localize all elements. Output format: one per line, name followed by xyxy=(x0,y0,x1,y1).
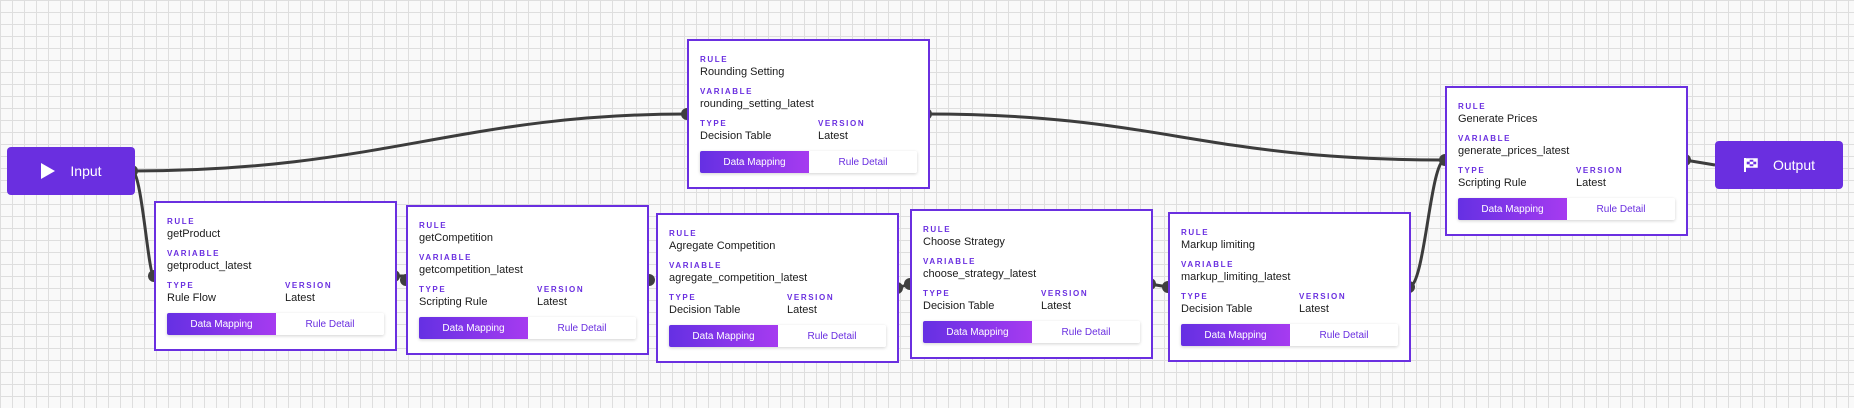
rule-detail-button[interactable]: Rule Detail xyxy=(809,151,917,173)
version-label: VERSION xyxy=(1299,292,1347,301)
version-label: VERSION xyxy=(537,285,585,294)
rule-detail-button[interactable]: Rule Detail xyxy=(528,317,636,339)
version-value: Latest xyxy=(787,304,817,316)
variable-label: VARIABLE xyxy=(1181,260,1235,269)
data-mapping-button[interactable]: Data Mapping xyxy=(923,321,1032,343)
output-node[interactable]: Output xyxy=(1715,141,1843,189)
type-label: TYPE xyxy=(700,119,728,128)
data-mapping-button[interactable]: Data Mapping xyxy=(669,325,778,347)
input-node-label: Input xyxy=(70,163,102,179)
type-value: Decision Table xyxy=(923,300,995,312)
rule-detail-button[interactable]: Rule Detail xyxy=(276,313,384,335)
rule-label: RULE xyxy=(669,229,698,238)
variable-label: VARIABLE xyxy=(419,253,473,262)
output-node-label: Output xyxy=(1772,157,1816,173)
play-icon xyxy=(41,163,56,179)
rule-label: RULE xyxy=(167,217,196,226)
rule-name: Rounding Setting xyxy=(700,66,785,78)
version-label: VERSION xyxy=(285,281,333,290)
version-value: Latest xyxy=(1299,303,1329,315)
input-node[interactable]: Input xyxy=(7,147,135,195)
type-label: TYPE xyxy=(1181,292,1209,301)
rule-name: Choose Strategy xyxy=(923,236,1005,248)
edge-input-rounding xyxy=(131,112,688,173)
rule-card-getproduct[interactable]: RULE getProduct VARIABLE getproduct_late… xyxy=(154,201,397,351)
variable-label: VARIABLE xyxy=(923,257,977,266)
variable-name: getcompetition_latest xyxy=(419,264,523,276)
flag-icon xyxy=(1743,158,1758,172)
type-label: TYPE xyxy=(1458,166,1486,175)
version-value: Latest xyxy=(1576,177,1606,189)
type-value: Scripting Rule xyxy=(419,296,488,308)
rule-name: getProduct xyxy=(167,228,221,240)
rule-name: Markup limiting xyxy=(1181,239,1255,251)
variable-label: VARIABLE xyxy=(167,249,221,258)
variable-name: agregate_competition_latest xyxy=(669,272,808,284)
rule-name: getCompetition xyxy=(419,232,493,244)
type-value: Decision Table xyxy=(1181,303,1253,315)
version-value: Latest xyxy=(537,296,567,308)
rule-card-choose-strategy[interactable]: RULE Choose Strategy VARIABLE choose_str… xyxy=(910,209,1153,359)
rule-card-generate-prices[interactable]: RULE Generate Prices VARIABLE generate_p… xyxy=(1445,86,1688,236)
data-mapping-button[interactable]: Data Mapping xyxy=(1458,198,1567,220)
data-mapping-button[interactable]: Data Mapping xyxy=(167,313,276,335)
version-label: VERSION xyxy=(787,293,835,302)
version-label: VERSION xyxy=(1576,166,1624,175)
type-value: Rule Flow xyxy=(167,292,216,304)
variable-label: VARIABLE xyxy=(1458,134,1512,143)
version-label: VERSION xyxy=(818,119,866,128)
version-value: Latest xyxy=(1041,300,1071,312)
rule-card-getcompetition[interactable]: RULE getCompetition VARIABLE getcompetit… xyxy=(406,205,649,355)
rule-card-agregate-competition[interactable]: RULE Agregate Competition VARIABLE agreg… xyxy=(656,213,899,363)
variable-name: rounding_setting_latest xyxy=(700,98,814,110)
version-value: Latest xyxy=(285,292,315,304)
rule-name: Agregate Competition xyxy=(669,240,776,252)
rule-label: RULE xyxy=(923,225,952,234)
variable-name: choose_strategy_latest xyxy=(923,268,1037,280)
data-mapping-button[interactable]: Data Mapping xyxy=(700,151,809,173)
type-value: Decision Table xyxy=(669,304,741,316)
variable-label: VARIABLE xyxy=(700,87,754,96)
rule-label: RULE xyxy=(1181,228,1210,237)
rule-label: RULE xyxy=(419,221,448,230)
edge-rounding-generate xyxy=(925,112,1446,162)
data-mapping-button[interactable]: Data Mapping xyxy=(1181,324,1290,346)
type-label: TYPE xyxy=(167,281,195,290)
type-value: Decision Table xyxy=(700,130,772,142)
type-label: TYPE xyxy=(923,289,951,298)
type-label: TYPE xyxy=(419,285,447,294)
rule-detail-button[interactable]: Rule Detail xyxy=(778,325,886,347)
variable-name: getproduct_latest xyxy=(167,260,252,272)
variable-name: generate_prices_latest xyxy=(1458,145,1570,157)
rule-detail-button[interactable]: Rule Detail xyxy=(1032,321,1140,343)
data-mapping-button[interactable]: Data Mapping xyxy=(419,317,528,339)
rule-card-rounding-setting[interactable]: RULE Rounding Setting VARIABLE rounding_… xyxy=(687,39,930,189)
rule-detail-button[interactable]: Rule Detail xyxy=(1567,198,1675,220)
type-value: Scripting Rule xyxy=(1458,177,1527,189)
rule-card-markup-limiting[interactable]: RULE Markup limiting VARIABLE markup_lim… xyxy=(1168,212,1411,362)
rule-label: RULE xyxy=(1458,102,1487,111)
variable-label: VARIABLE xyxy=(669,261,723,270)
type-label: TYPE xyxy=(669,293,697,302)
edge-markup-generate xyxy=(1408,158,1446,289)
rule-detail-button[interactable]: Rule Detail xyxy=(1290,324,1398,346)
version-value: Latest xyxy=(818,130,848,142)
version-label: VERSION xyxy=(1041,289,1089,298)
rule-label: RULE xyxy=(700,55,729,64)
rule-name: Generate Prices xyxy=(1458,113,1538,125)
variable-name: markup_limiting_latest xyxy=(1181,271,1291,283)
edge-input-getproduct xyxy=(130,169,156,278)
